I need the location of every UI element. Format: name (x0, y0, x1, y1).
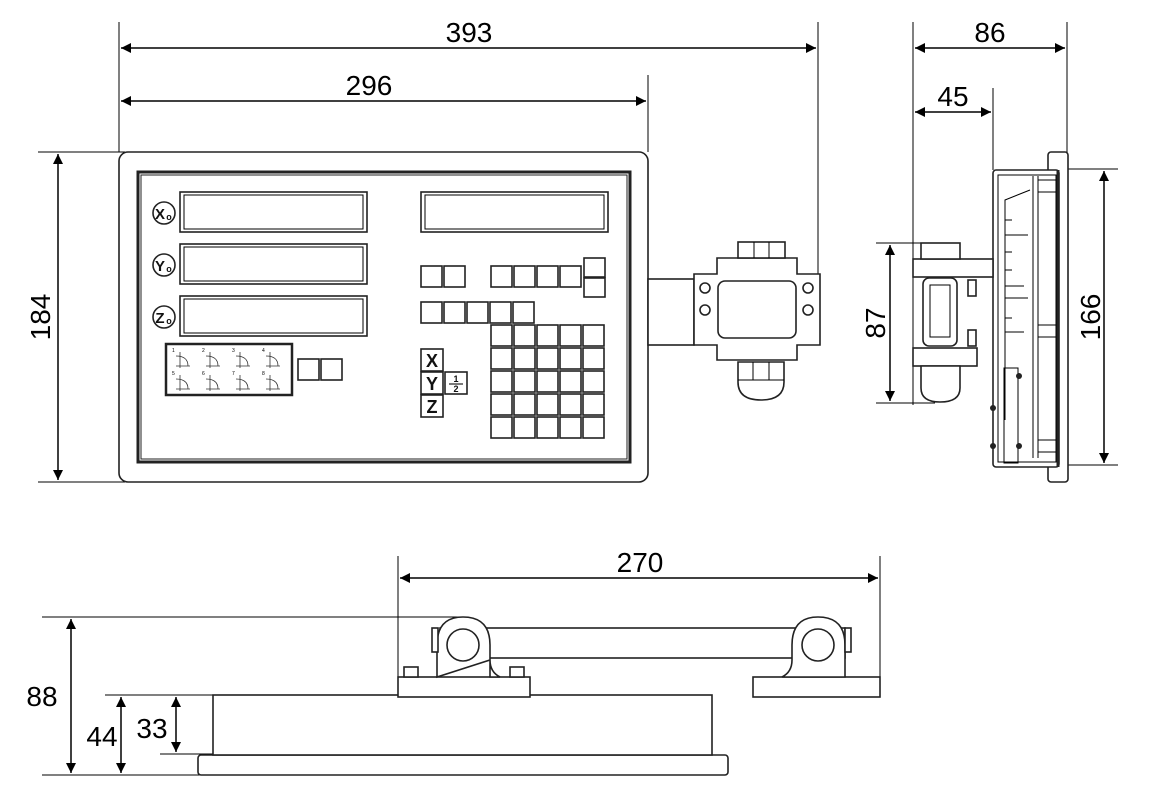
side-case (992, 169, 1060, 468)
svg-text:X: X (426, 351, 438, 371)
key (536, 265, 559, 288)
axis-select-keys: X Y Z 1 2 (420, 348, 468, 418)
numeric-key (536, 324, 559, 347)
dimension-label-44: 44 (86, 721, 117, 752)
key (490, 265, 513, 288)
numeric-key (513, 416, 536, 439)
mode-icon (265, 352, 280, 368)
numeric-key (582, 324, 605, 347)
numeric-key (559, 347, 582, 370)
mode-number: 1 (172, 348, 175, 354)
dimension-label-184: 184 (25, 294, 56, 341)
key-y (420, 371, 444, 395)
dimension-label-166: 166 (1075, 294, 1106, 341)
key (420, 265, 443, 288)
mode-icon (235, 352, 250, 368)
numeric-key (513, 324, 536, 347)
svg-text:Z: Z (427, 397, 438, 417)
mode-icon (175, 352, 190, 368)
function-key (320, 358, 343, 381)
mode-icon (205, 352, 220, 368)
mode-icon (265, 375, 280, 391)
z-axis-label: Z (155, 310, 164, 327)
mode-number: 5 (172, 371, 175, 377)
front-panel-inner-border (136, 170, 632, 464)
key (443, 301, 466, 324)
svg-text:1: 1 (453, 374, 458, 384)
mode-number: 4 (262, 348, 265, 354)
mode-number: 7 (232, 371, 235, 377)
mode-number: 2 (202, 348, 205, 354)
key (420, 301, 443, 324)
numeric-key (582, 393, 605, 416)
mode-icon (205, 375, 220, 391)
key (559, 265, 582, 288)
side-view: 86 45 87 166 (860, 17, 1118, 483)
numeric-key (513, 393, 536, 416)
numeric-key (490, 347, 513, 370)
mode-number: 6 (202, 371, 205, 377)
numeric-key (490, 416, 513, 439)
key (583, 257, 606, 278)
numeric-key (559, 416, 582, 439)
numeric-key (536, 416, 559, 439)
key (512, 301, 535, 324)
mode-icon (235, 375, 250, 391)
svg-text:o: o (166, 264, 172, 274)
numeric-key (536, 393, 559, 416)
bottom-case (212, 694, 713, 756)
mode-icon-panel: 1 2 3 4 5 6 7 8 (164, 342, 294, 397)
numeric-key (536, 347, 559, 370)
numeric-key (559, 324, 582, 347)
numeric-key (490, 370, 513, 393)
svg-text:2: 2 (453, 384, 458, 394)
numeric-key (513, 370, 536, 393)
numeric-key (536, 370, 559, 393)
z-axis-display: Z o (152, 295, 368, 337)
mounting-bracket-front (647, 241, 821, 401)
dimension-label-88: 88 (26, 681, 57, 712)
dimension-label-87: 87 (860, 307, 891, 338)
key-half (444, 371, 468, 395)
key-x (420, 348, 444, 372)
svg-text:o: o (166, 212, 172, 222)
dimension-label-296: 296 (346, 70, 393, 101)
y-axis-display: Y o (152, 243, 368, 285)
svg-text:Y: Y (426, 374, 438, 394)
dimension-label-45: 45 (937, 81, 968, 112)
numeric-key (559, 393, 582, 416)
numeric-key (559, 370, 582, 393)
numeric-key (582, 370, 605, 393)
bottom-view: 270 88 44 33 (26, 547, 881, 776)
dimension-label-270: 270 (617, 547, 664, 578)
numeric-key (582, 347, 605, 370)
front-view: 393 296 184 X o Y o Z o (25, 17, 821, 483)
key (466, 301, 489, 324)
function-key (297, 358, 320, 381)
dimension-label-86: 86 (974, 17, 1005, 48)
x-axis-label: X (155, 206, 165, 223)
dimension-label-33: 33 (136, 713, 167, 744)
numeric-key (490, 393, 513, 416)
mode-icon (175, 375, 190, 391)
mounting-bracket-bottom (397, 616, 881, 698)
key (513, 265, 536, 288)
numeric-key (490, 324, 513, 347)
x-axis-display: X o (152, 191, 368, 233)
mounting-bracket-side (912, 242, 994, 403)
keypad (420, 257, 606, 439)
numeric-key (582, 416, 605, 439)
key (443, 265, 466, 288)
bottom-bezel (197, 754, 729, 776)
key-z (420, 394, 444, 418)
numeric-key (513, 347, 536, 370)
mode-number: 8 (262, 371, 265, 377)
key (583, 277, 606, 298)
mode-number: 3 (232, 348, 235, 354)
y-axis-label: Y (155, 258, 165, 275)
dimension-label-393: 393 (446, 17, 493, 48)
svg-text:o: o (166, 316, 172, 326)
key (489, 301, 512, 324)
message-display (420, 191, 609, 233)
